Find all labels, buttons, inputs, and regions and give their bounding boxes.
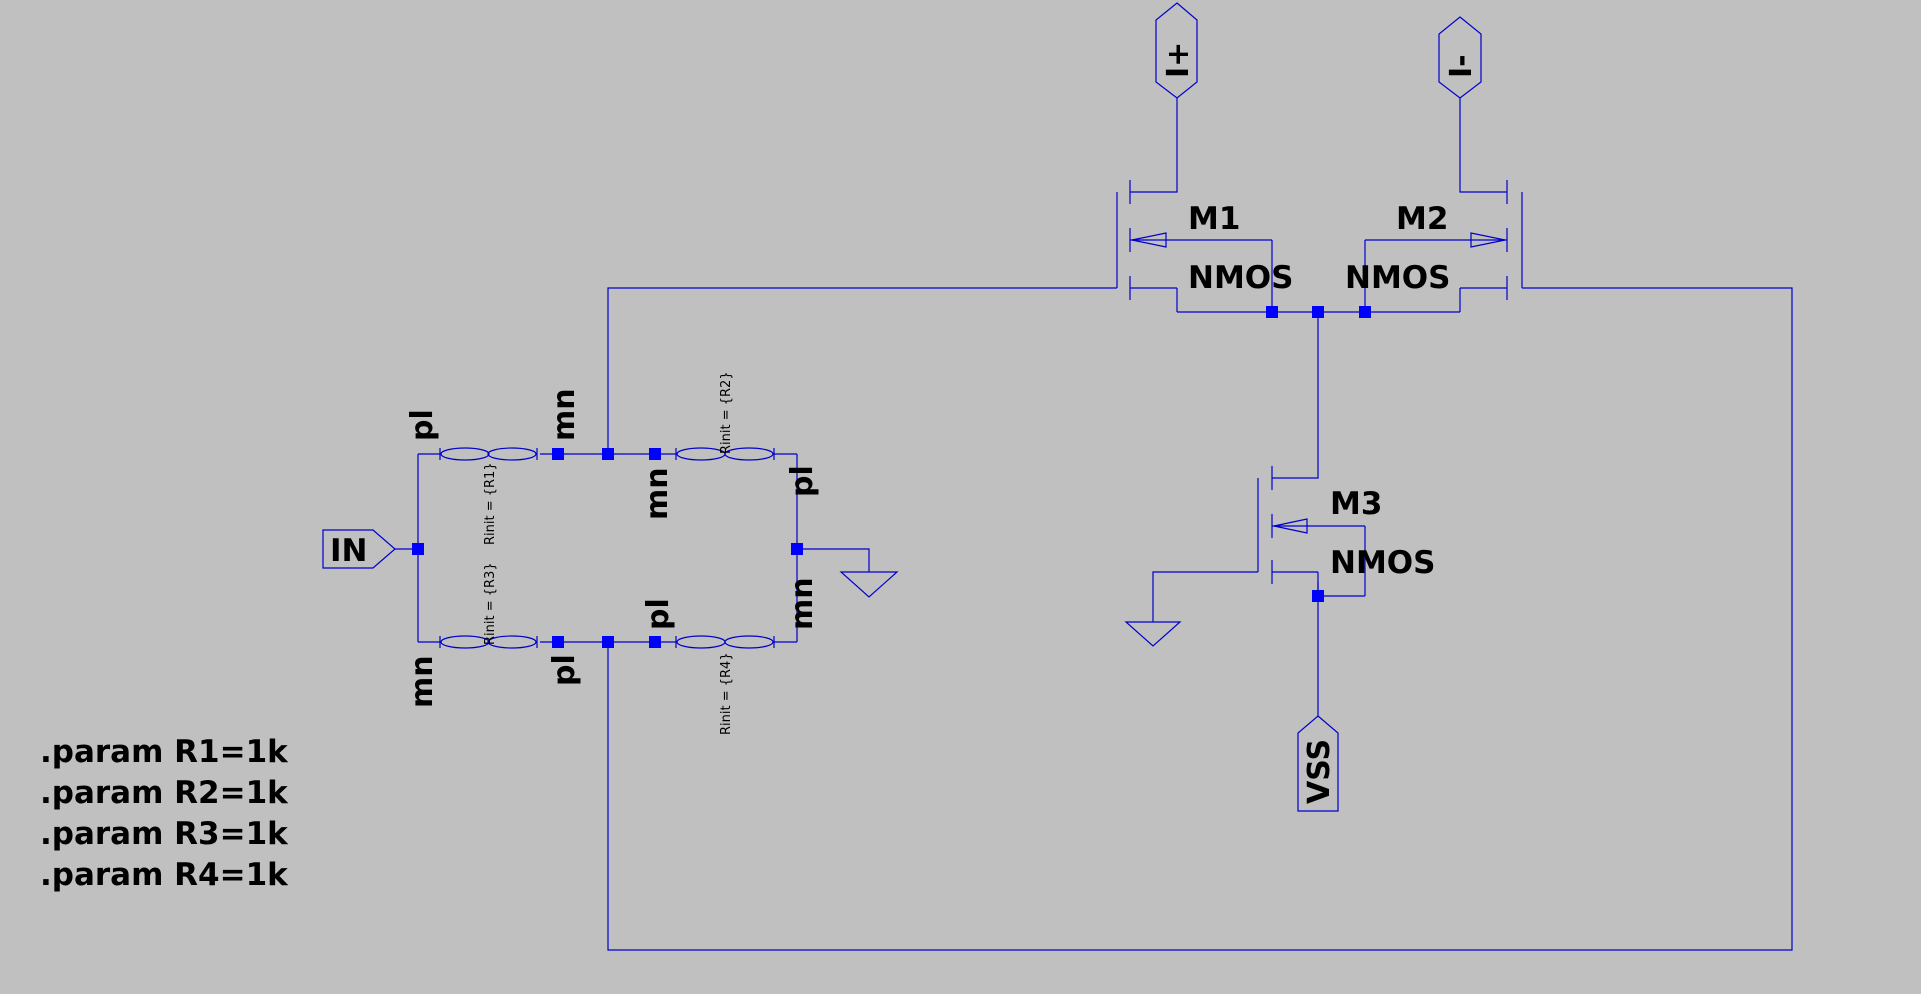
transistor-m3[interactable]: M3 NMOS xyxy=(1257,466,1435,597)
junction-dot xyxy=(1359,306,1371,318)
memristor-r1-pin-a: pl xyxy=(405,409,440,441)
memristor-r4-pin-a: pl xyxy=(641,598,676,630)
port-i-minus-label: I- xyxy=(1444,54,1479,78)
junction-dot xyxy=(1312,590,1324,602)
junction-dot xyxy=(412,543,424,555)
port-in-label: IN xyxy=(330,533,367,569)
memristor-r4[interactable]: Rinit = {R4} pl mn xyxy=(641,577,820,735)
memristor-r1-pin-b: mn xyxy=(547,388,582,441)
port-vss[interactable]: VSS xyxy=(1297,715,1339,812)
transistor-m1-model: NMOS xyxy=(1188,260,1293,296)
junctions xyxy=(412,306,1371,648)
memristor-r2-pin-b: pl xyxy=(785,465,820,497)
memristor-r2[interactable]: Rinit = {R2} mn pl xyxy=(640,371,820,520)
memristor-r1[interactable]: Rinit = {R1} pl mn xyxy=(405,388,582,545)
memristor-r3-pin-b: pl xyxy=(547,654,582,686)
junction-dot xyxy=(602,448,614,460)
param-r1: .param R1=1k xyxy=(40,734,288,770)
memristor-r3-rinit: Rinit = {R3} xyxy=(483,562,498,645)
memristor-r4-pin-b: mn xyxy=(785,577,820,630)
junction-dot xyxy=(1266,306,1278,318)
junction-dot xyxy=(791,543,803,555)
wires xyxy=(395,98,1793,951)
junction-dot xyxy=(602,636,614,648)
transistor-m3-name: M3 xyxy=(1330,486,1382,522)
transistor-m1-name: M1 xyxy=(1188,201,1240,237)
transistor-m2-name: M2 xyxy=(1396,201,1448,237)
port-vss-label: VSS xyxy=(1302,739,1337,804)
port-in[interactable]: IN xyxy=(322,529,396,569)
param-r3: .param R3=1k xyxy=(40,816,288,852)
param-r4: .param R4=1k xyxy=(40,857,288,893)
junction-dot xyxy=(552,636,564,648)
memristor-r3[interactable]: Rinit = {R3} mn pl xyxy=(405,562,582,708)
memristor-r2-rinit: Rinit = {R2} xyxy=(719,371,734,454)
port-i-minus[interactable]: I- xyxy=(1438,16,1482,99)
ground-symbol-right-node xyxy=(839,571,899,598)
ground-symbol-m3-gate xyxy=(1124,621,1182,647)
junction-dot xyxy=(649,636,661,648)
memristor-r2-pin-a: mn xyxy=(640,467,675,520)
transistor-m2[interactable]: M2 NMOS xyxy=(1345,180,1523,312)
transistor-m3-model: NMOS xyxy=(1330,545,1435,581)
port-i-plus-label: I+ xyxy=(1161,42,1196,78)
memristor-r3-pin-a: mn xyxy=(405,655,440,708)
param-r2: .param R2=1k xyxy=(40,775,288,811)
junction-dot xyxy=(649,448,661,460)
junction-dot xyxy=(1312,306,1324,318)
transistor-m2-model: NMOS xyxy=(1345,260,1450,296)
memristor-r4-rinit: Rinit = {R4} xyxy=(719,652,734,735)
memristor-r1-rinit: Rinit = {R1} xyxy=(483,462,498,545)
port-i-plus[interactable]: I+ xyxy=(1155,2,1198,99)
transistor-m1[interactable]: M1 NMOS xyxy=(1116,180,1293,312)
spice-directives[interactable]: .param R1=1k .param R2=1k .param R3=1k .… xyxy=(40,732,288,896)
junction-dot xyxy=(552,448,564,460)
